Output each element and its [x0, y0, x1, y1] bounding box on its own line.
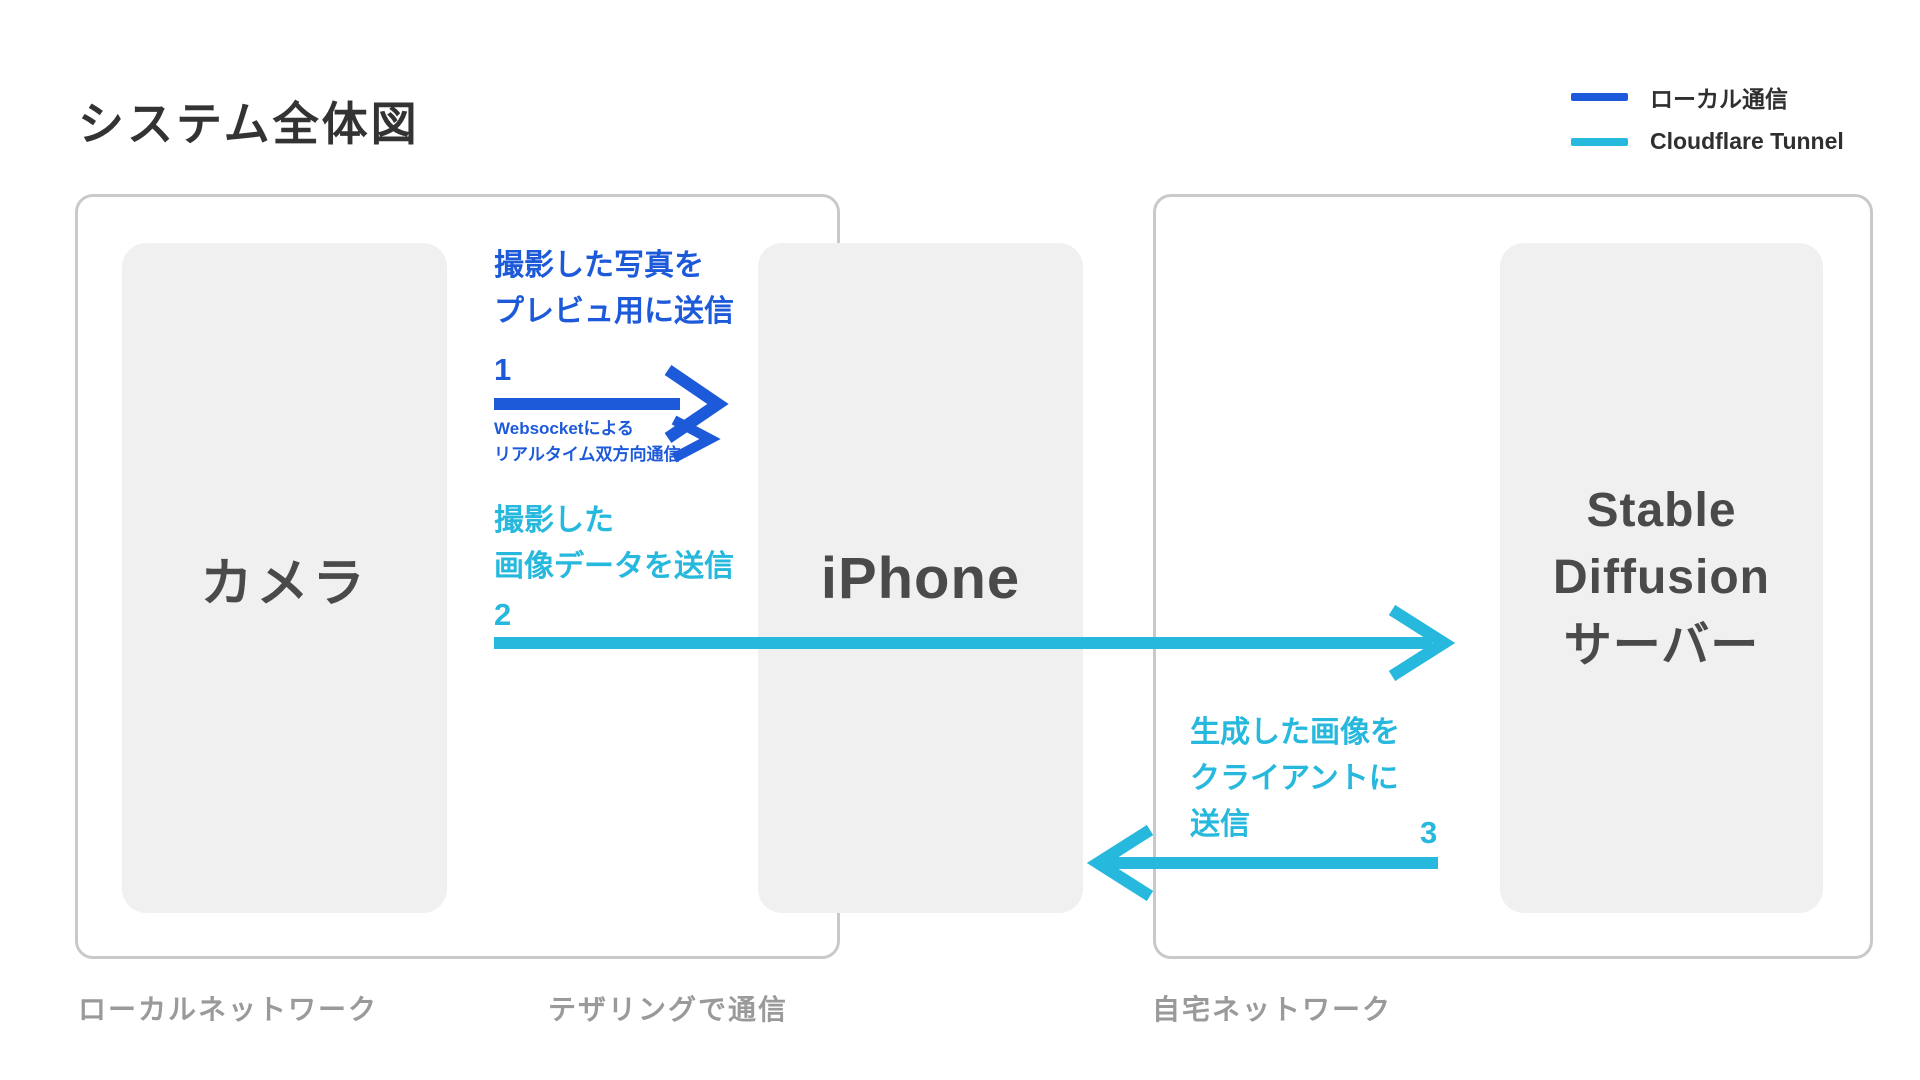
legend: ローカル通信 Cloudflare Tunnel: [1571, 80, 1844, 155]
label-line: クライアントに: [1190, 761, 1399, 795]
label-line: Websocketによる: [494, 419, 634, 438]
arrow-1-label: 撮影した写真を プレビュ用に送信: [494, 243, 734, 335]
label-line: プレビュ用に送信: [494, 294, 734, 328]
tethering-label: テザリングで通信: [548, 994, 789, 1025]
iphone-node: iPhone: [758, 243, 1083, 913]
local-line-icon: [1571, 93, 1628, 101]
legend-label-local: ローカル通信: [1650, 86, 1788, 112]
local-network-label: ローカルネットワーク: [78, 994, 379, 1025]
arrow-3-number: 3: [1420, 815, 1438, 850]
arrow-2-label: 撮影した 画像データを送信: [494, 498, 734, 590]
camera-node-label: カメラ: [200, 554, 369, 613]
label-line: 撮影した: [494, 504, 614, 537]
label-line: 生成した画像を: [1190, 716, 1400, 749]
tunnel-line-icon: [1571, 137, 1628, 146]
arrow-1-sublabel: Websocketによる リアルタイム双方向通信: [494, 416, 681, 467]
legend-item-tunnel: Cloudflare Tunnel: [1571, 128, 1844, 155]
arrow-3-label: 生成した画像を クライアントに 送信: [1190, 710, 1400, 848]
legend-item-local: ローカル通信: [1571, 80, 1844, 114]
server-label-line: サーバー: [1563, 618, 1760, 672]
server-label-line: Diffusion: [1553, 551, 1770, 605]
label-line: リアルタイム双方向通信: [494, 444, 681, 464]
iphone-node-label: iPhone: [820, 545, 1021, 611]
label-line: 画像データを送信: [494, 549, 734, 583]
home-network-label: 自宅ネットワーク: [1152, 994, 1393, 1025]
camera-node: カメラ: [122, 243, 447, 913]
legend-label-tunnel: Cloudflare Tunnel: [1650, 128, 1844, 154]
label-line: 送信: [1190, 807, 1250, 841]
stable-diffusion-server-node: Stable Diffusion サーバー: [1500, 243, 1823, 913]
server-label-line: Stable: [1586, 484, 1737, 538]
arrow-2-number: 2: [494, 597, 512, 632]
label-line: 撮影した写真を: [494, 249, 704, 282]
arrow-1-number: 1: [494, 352, 512, 387]
page-title: システム全体図: [78, 98, 420, 150]
